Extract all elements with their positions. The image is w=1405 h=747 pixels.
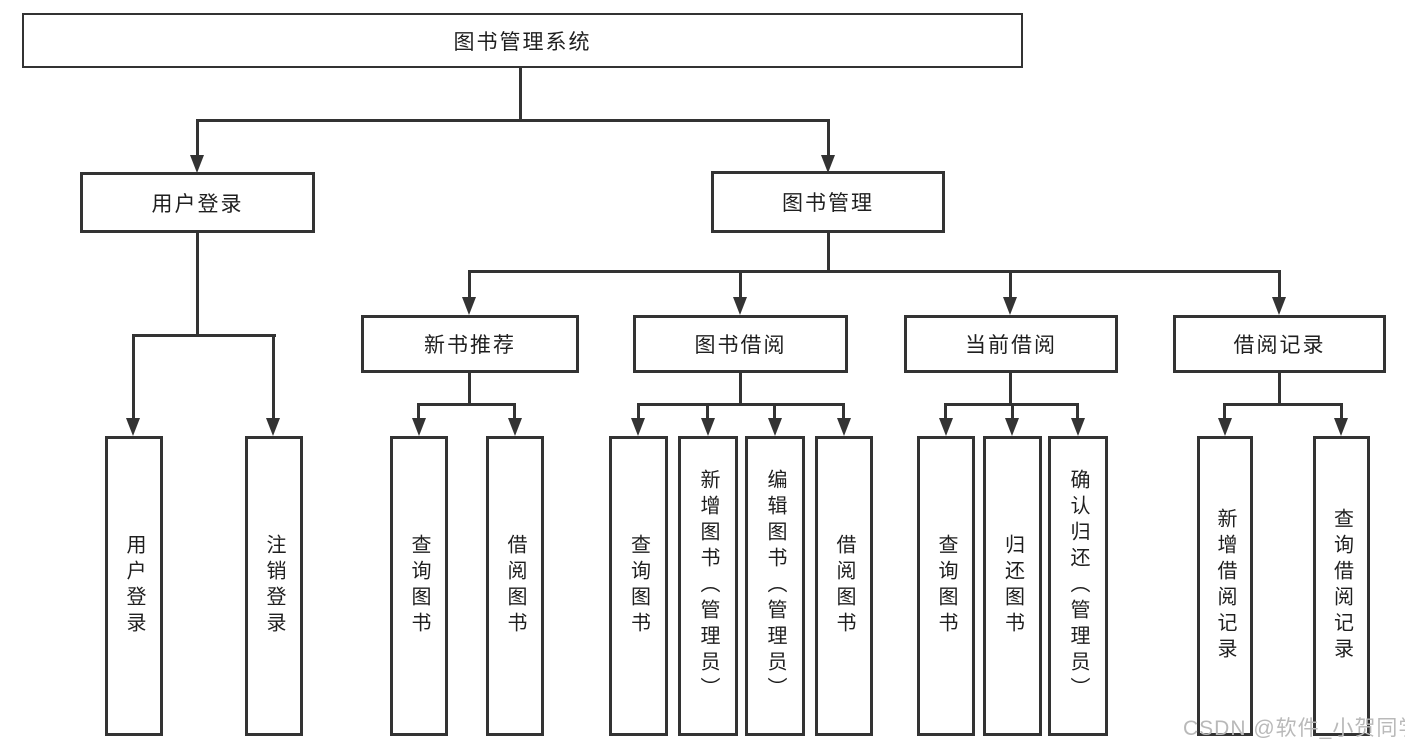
connector-line (1009, 270, 1012, 298)
connector-line (417, 403, 516, 406)
leaf-borrow-book-label: 借阅图书 (833, 534, 855, 638)
leaf-return-book: 归还图书 (983, 436, 1042, 736)
node-current-borrow: 当前借阅 (904, 315, 1118, 373)
connector-line (1340, 403, 1343, 420)
connector-line (1009, 373, 1012, 405)
leaf-record-add: 新增借阅记录 (1197, 436, 1253, 736)
leaf-newbook-borrow: 借阅图书 (486, 436, 544, 736)
node-root-system: 图书管理系统 (22, 13, 1023, 68)
connector-line (132, 334, 276, 337)
node-book-borrow: 图书借阅 (633, 315, 848, 373)
connector-line (513, 403, 516, 420)
connector-line (1076, 403, 1079, 420)
connector-line (196, 119, 830, 122)
leaf-newbook-borrow-label: 借阅图书 (504, 534, 526, 638)
node-user-login: 用户登录 (80, 172, 315, 233)
leaf-record-query-label: 查询借阅记录 (1330, 508, 1353, 664)
arrow-down-icon (1218, 418, 1232, 436)
arrow-down-icon (701, 418, 715, 436)
node-borrow-record: 借阅记录 (1173, 315, 1386, 373)
arrow-down-icon (1272, 297, 1286, 315)
leaf-user-login: 用户登录 (105, 436, 163, 736)
connector-line (1223, 403, 1226, 420)
arrow-down-icon (462, 297, 476, 315)
connector-line (519, 68, 522, 122)
arrow-down-icon (412, 418, 426, 436)
arrow-down-icon (1071, 418, 1085, 436)
node-new-book-recommend: 新书推荐 (361, 315, 579, 373)
connector-line (1278, 270, 1281, 298)
node-borrow-record-label: 借阅记录 (1233, 334, 1326, 357)
node-new-book-recommend-label: 新书推荐 (424, 334, 516, 357)
csdn-watermark: CSDN @软件_小贺同学 (1183, 717, 1405, 740)
node-root-label: 图书管理系统 (453, 30, 592, 54)
arrow-down-icon (939, 418, 953, 436)
connector-line (468, 270, 1281, 273)
arrow-down-icon (126, 418, 140, 436)
connector-line (827, 119, 830, 155)
leaf-user-login-label: 用户登录 (123, 534, 145, 638)
connector-line (1223, 403, 1342, 406)
arrow-down-icon (733, 297, 747, 315)
leaf-current-query-label: 查询图书 (935, 534, 957, 638)
leaf-newbook-query-label: 查询图书 (408, 534, 430, 638)
arrow-down-icon (190, 155, 204, 173)
leaf-borrow-add-book-admin-label: 新增图书（管理员） (697, 469, 719, 703)
connector-line (132, 334, 135, 419)
connector-line (827, 233, 830, 272)
leaf-current-query: 查询图书 (917, 436, 975, 736)
connector-line (196, 233, 199, 337)
connector-line (739, 373, 742, 405)
arrow-down-icon (768, 418, 782, 436)
connector-line (637, 403, 845, 406)
leaf-logout-label: 注销登录 (263, 534, 285, 638)
arrow-down-icon (1334, 418, 1348, 436)
connector-line (1011, 403, 1014, 420)
node-book-borrow-label: 图书借阅 (694, 334, 787, 357)
leaf-borrow-add-book-admin: 新增图书（管理员） (678, 436, 738, 736)
arrow-down-icon (837, 418, 851, 436)
connector-line (468, 373, 471, 405)
leaf-newbook-query: 查询图书 (390, 436, 448, 736)
leaf-confirm-return-admin: 确认归还（管理员） (1048, 436, 1108, 736)
leaf-confirm-return-admin-label: 确认归还（管理员） (1067, 469, 1089, 703)
arrow-down-icon (508, 418, 522, 436)
node-book-management-label: 图书管理 (782, 192, 874, 215)
connector-line (637, 403, 640, 420)
node-user-login-label: 用户登录 (151, 192, 244, 216)
node-current-borrow-label: 当前借阅 (965, 334, 1057, 357)
connector-line (944, 403, 947, 420)
leaf-return-book-label: 归还图书 (1001, 534, 1024, 638)
leaf-record-add-label: 新增借阅记录 (1214, 508, 1236, 664)
arrow-down-icon (266, 418, 280, 436)
leaf-borrow-edit-book-admin-label: 编辑图书（管理员） (764, 469, 786, 703)
connector-line (1278, 373, 1281, 405)
connector-line (842, 403, 845, 420)
arrow-down-icon (1005, 418, 1019, 436)
leaf-borrow-query: 查询图书 (609, 436, 668, 736)
connector-line (706, 403, 709, 420)
leaf-logout: 注销登录 (245, 436, 303, 736)
arrow-down-icon (631, 418, 645, 436)
leaf-borrow-edit-book-admin: 编辑图书（管理员） (745, 436, 805, 736)
leaf-borrow-query-label: 查询图书 (627, 534, 650, 638)
connector-line (272, 334, 275, 419)
connector-line (417, 403, 420, 420)
arrow-down-icon (821, 155, 835, 173)
connector-line (773, 403, 776, 420)
leaf-borrow-book: 借阅图书 (815, 436, 873, 736)
node-book-management: 图书管理 (711, 171, 945, 233)
arrow-down-icon (1003, 297, 1017, 315)
leaf-record-query: 查询借阅记录 (1313, 436, 1370, 736)
connector-line (468, 270, 471, 298)
connector-line (739, 270, 742, 298)
connector-line (196, 119, 199, 155)
